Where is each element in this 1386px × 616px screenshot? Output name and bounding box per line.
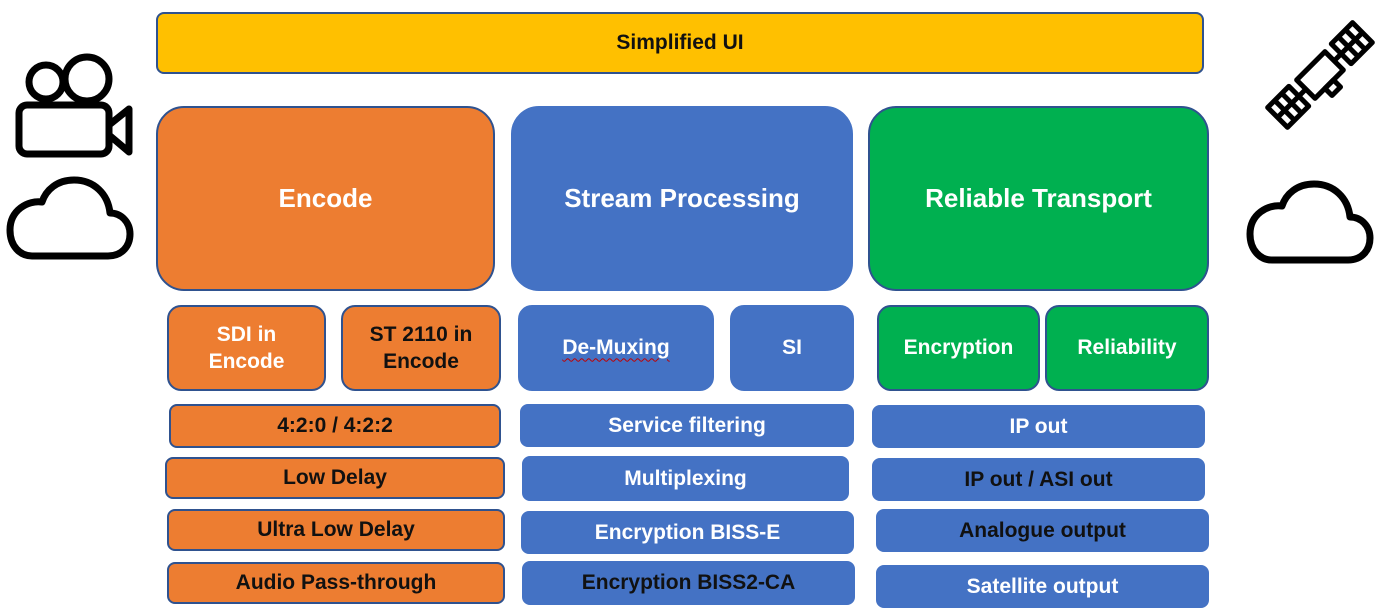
reliable-transport-title: Reliable Transport <box>925 182 1152 213</box>
feature-label: Multiplexing <box>624 466 747 490</box>
demuxing-block: De-Muxing <box>518 305 714 391</box>
feature-satellite-output: Satellite output <box>876 565 1209 608</box>
feature-audio-pass-through: Audio Pass-through <box>167 562 505 604</box>
feature-service-filtering: Service filtering <box>520 404 854 447</box>
simplified-ui-bar: Simplified UI <box>156 12 1204 74</box>
feature-label: Encryption BISS2-CA <box>581 571 796 595</box>
feature-multiplexing: Multiplexing <box>522 456 849 501</box>
cloud-icon <box>1246 180 1374 264</box>
sdi-in-encode-block: SDI in Encode <box>167 305 326 391</box>
feature-label: IP out / ASI out <box>964 467 1113 491</box>
feature-chroma: 4:2:0 / 4:2:2 <box>169 404 501 448</box>
feature-label: IP out <box>1009 414 1068 438</box>
feature-encryption-biss2-ca: Encryption BISS2-CA <box>522 561 855 605</box>
reliability-block: Reliability <box>1045 305 1209 391</box>
feature-analogue-output: Analogue output <box>876 509 1209 552</box>
feature-label: 4:2:0 / 4:2:2 <box>277 414 393 438</box>
feature-label: Analogue output <box>959 518 1126 542</box>
feature-label: Encryption BISS-E <box>594 520 781 544</box>
feature-label: Service filtering <box>608 413 766 437</box>
feature-low-delay: Low Delay <box>165 457 505 499</box>
feature-label: Audio Pass-through <box>235 571 437 595</box>
st2110-in-encode-label: ST 2110 in Encode <box>369 322 473 373</box>
encryption-label: Encryption <box>903 336 1014 360</box>
simplified-ui-label: Simplified UI <box>616 31 744 55</box>
stream-processing-block: Stream Processing <box>511 106 853 291</box>
feature-encryption-biss-e: Encryption BISS-E <box>521 511 854 554</box>
si-block: SI <box>730 305 854 391</box>
reliability-label: Reliability <box>1077 336 1177 360</box>
video-camera-icon <box>15 53 133 158</box>
satellite-icon <box>1265 20 1375 130</box>
feature-label: Low Delay <box>283 466 387 490</box>
demuxing-label: De-Muxing <box>562 336 670 360</box>
feature-ultra-low-delay: Ultra Low Delay <box>167 509 505 551</box>
feature-ip-out: IP out <box>872 405 1205 448</box>
feature-label: Ultra Low Delay <box>257 518 415 542</box>
st2110-in-encode-block: ST 2110 in Encode <box>341 305 501 391</box>
encode-block: Encode <box>156 106 495 291</box>
feature-ip-asi-out: IP out / ASI out <box>872 458 1205 501</box>
sdi-in-encode-label: SDI in Encode <box>208 322 285 373</box>
feature-label: Satellite output <box>966 574 1119 598</box>
cloud-icon <box>6 176 134 260</box>
encryption-block: Encryption <box>877 305 1040 391</box>
reliable-transport-block: Reliable Transport <box>868 106 1209 291</box>
encode-title: Encode <box>278 182 373 213</box>
si-label: SI <box>782 336 802 360</box>
stream-processing-title: Stream Processing <box>564 182 800 213</box>
